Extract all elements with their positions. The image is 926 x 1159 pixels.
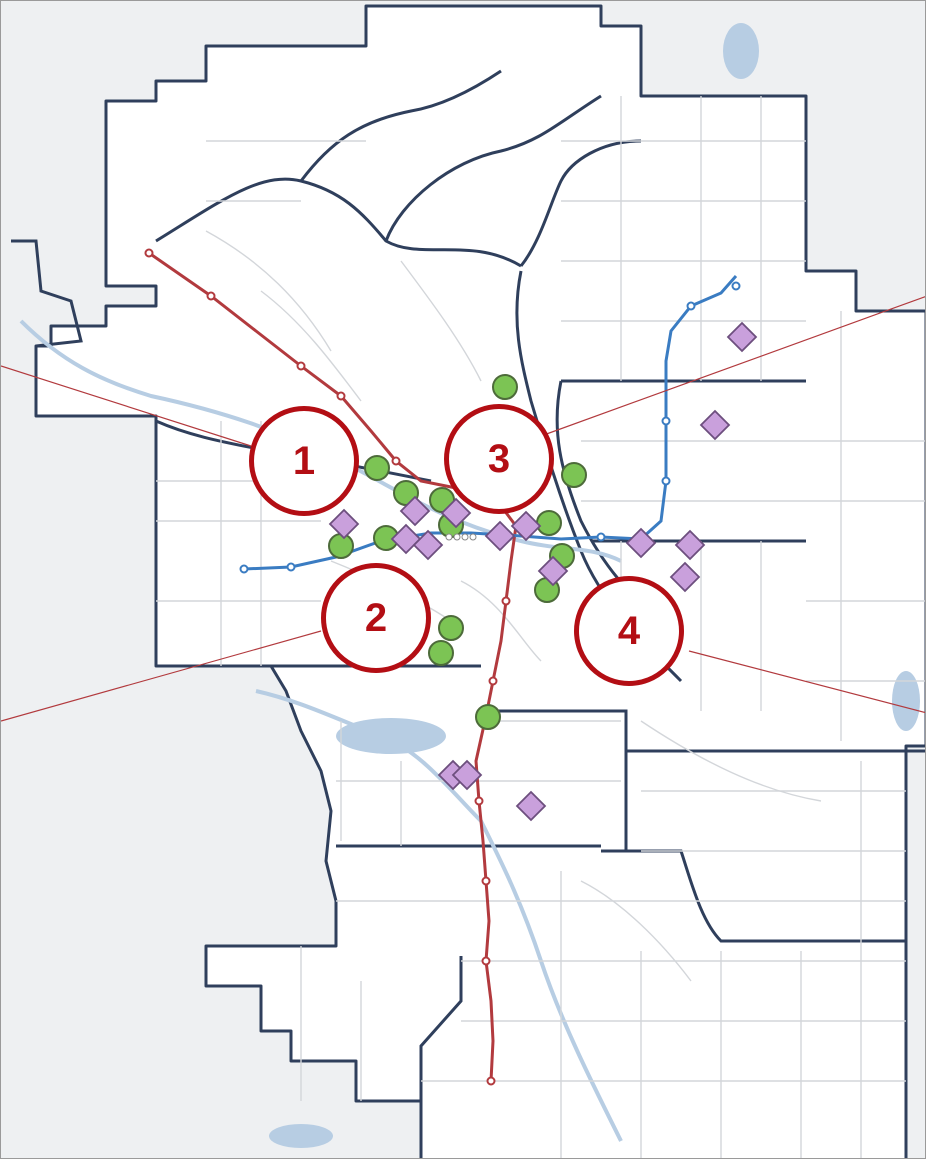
red-line-station [144, 248, 154, 258]
blue-transit-line [239, 275, 741, 574]
callout-leader-lines [1, 296, 925, 722]
purple-diamond-marker [328, 508, 360, 540]
purple-diamond-marker [510, 510, 542, 542]
blue-line-station [239, 564, 249, 574]
green-circle-marker [428, 640, 454, 666]
red-line-station [474, 796, 484, 806]
blue-line-station [286, 562, 296, 572]
city-land-area [34, 4, 925, 1158]
purple-diamond-marker [625, 527, 657, 559]
purple-diamond-marker [699, 409, 731, 441]
callout-3: 3 [444, 404, 554, 514]
green-circle-marker [328, 533, 354, 559]
callout-3-label: 3 [487, 436, 511, 481]
north-pond [723, 23, 759, 79]
purple-diamond-marker [412, 529, 444, 561]
downtown-station-cluster [445, 533, 477, 541]
red-line-station [481, 956, 491, 966]
red-line-station [391, 456, 401, 466]
red-line-station [488, 676, 498, 686]
purple-diamond-marker [440, 497, 472, 529]
purple-diamond-marker [537, 555, 569, 587]
callout-2: 2 [321, 563, 431, 673]
red-line-station [486, 1076, 496, 1086]
southwest-pond [269, 1124, 333, 1148]
blue-line-station [596, 532, 606, 542]
west-boundary-arm [11, 239, 83, 348]
blue-line-station [661, 476, 671, 486]
green-circle-marker [438, 615, 464, 641]
east-pond [892, 671, 920, 731]
red-line-station [501, 596, 511, 606]
green-circle-marker [536, 510, 562, 536]
purple-diamond-marker [484, 520, 516, 552]
purple-diamond-markers [328, 321, 758, 822]
callout-1-label: 1 [292, 438, 316, 483]
green-circle-marker [492, 374, 518, 400]
callout-4-label: 4 [617, 608, 641, 653]
purple-diamond-marker [726, 321, 758, 353]
blue-line-station [661, 416, 671, 426]
reservoir-lake [336, 718, 446, 754]
callout-1: 1 [249, 406, 359, 516]
purple-diamond-marker [390, 523, 422, 555]
green-circle-marker [475, 704, 501, 730]
purple-diamond-marker [451, 759, 483, 791]
red-line-station [206, 291, 216, 301]
green-circle-marker [561, 462, 587, 488]
green-circle-marker [364, 455, 390, 481]
callout-4: 4 [574, 576, 684, 686]
callout-2-label: 2 [364, 595, 388, 640]
red-line-station [481, 876, 491, 886]
purple-diamond-marker [399, 495, 431, 527]
blue-line-station [686, 301, 696, 311]
red-transit-line [144, 248, 518, 1086]
purple-diamond-marker [669, 561, 701, 593]
purple-diamond-marker [515, 790, 547, 822]
red-line-station [336, 391, 346, 401]
purple-diamond-marker [674, 529, 706, 561]
blue-line-station [731, 281, 741, 291]
red-line-station [296, 361, 306, 371]
